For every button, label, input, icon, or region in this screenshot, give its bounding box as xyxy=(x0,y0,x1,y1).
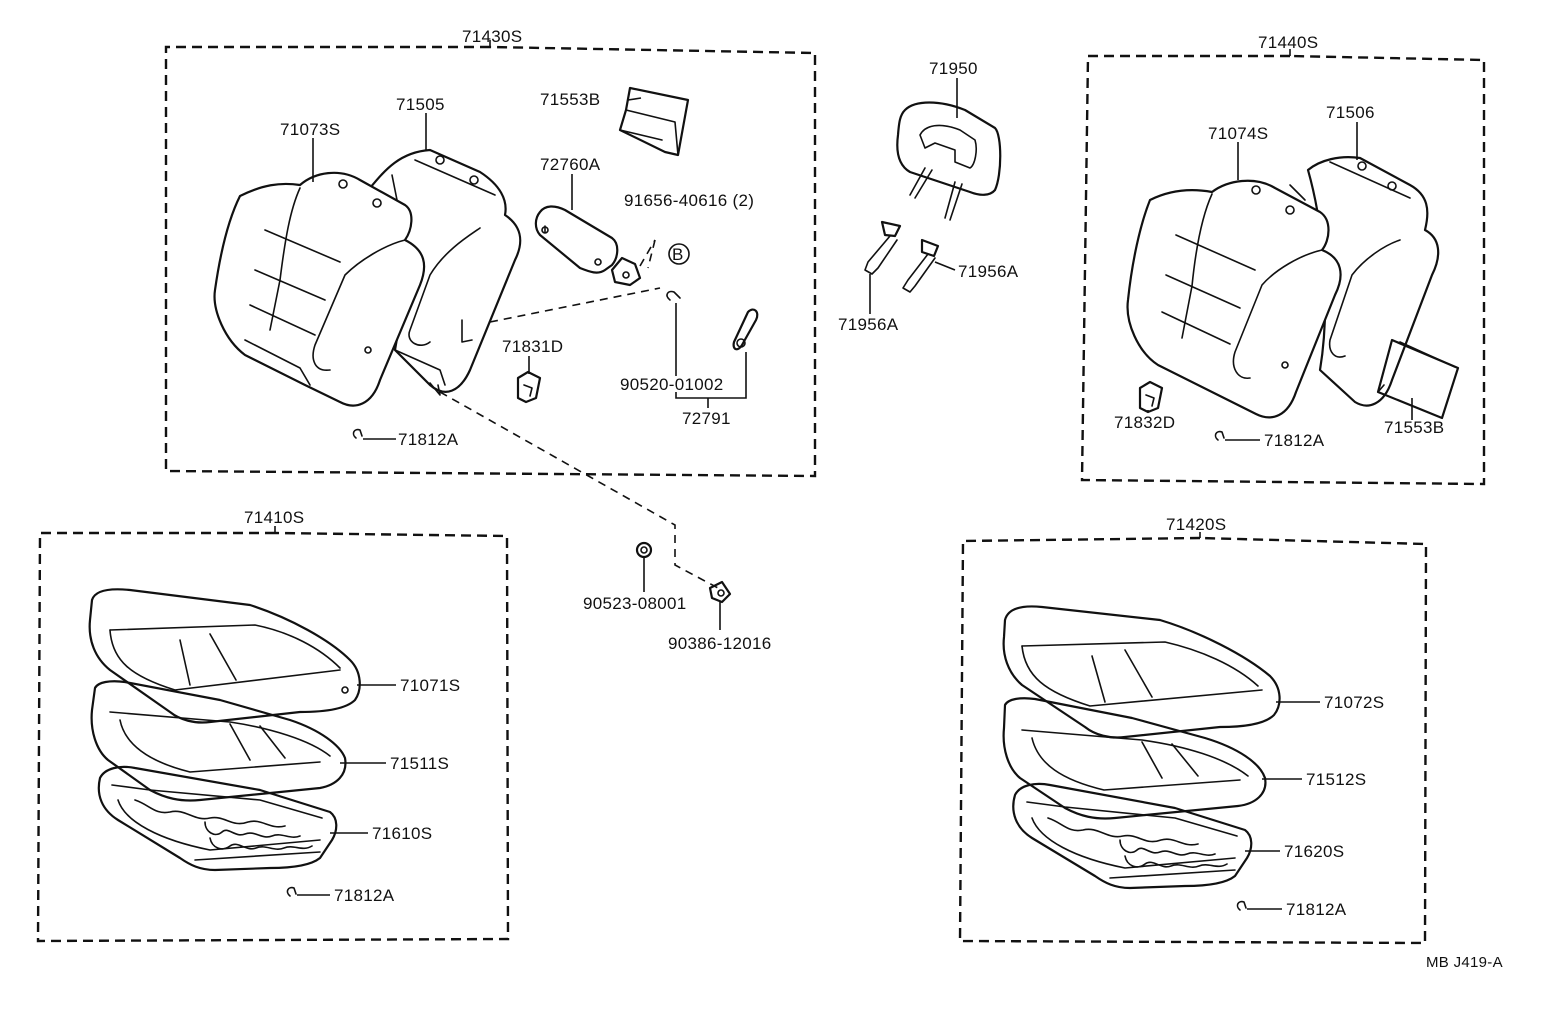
cushion-left-drawing xyxy=(88,588,361,872)
bracket-link-dashed xyxy=(489,287,661,323)
seatback-right-drawing xyxy=(1126,156,1460,420)
label-71831D: 71831D xyxy=(502,337,563,356)
label-71812A-3: 71812A xyxy=(334,886,395,905)
headrest-drawing xyxy=(896,101,1002,221)
label-71610S: 71610S xyxy=(372,824,432,843)
hinge-link-dashed xyxy=(439,391,719,589)
label-71956A-right: 71956A xyxy=(958,262,1019,281)
armrest-pad-drawing xyxy=(534,205,619,274)
panel-71553B-drawing xyxy=(618,86,690,157)
clip-71831D-drawing xyxy=(516,370,542,404)
label-71512S: 71512S xyxy=(1306,770,1366,789)
label-90520-01002: 90520-01002 xyxy=(620,375,724,394)
label-71956A-left: 71956A xyxy=(838,315,899,334)
label-71812A-1: 71812A xyxy=(398,430,459,449)
group-label-71420S: 71420S xyxy=(1166,515,1226,534)
label-71812A-2: 71812A xyxy=(1264,431,1325,450)
group-label-71410S: 71410S xyxy=(244,508,304,527)
label-71505: 71505 xyxy=(396,95,445,114)
label-71511S: 71511S xyxy=(390,754,449,773)
cushion-right-drawing xyxy=(1002,605,1281,890)
headrest-guides-drawing xyxy=(864,220,940,293)
label-71553B-top: 71553B xyxy=(540,90,600,109)
label-71073S: 71073S xyxy=(280,120,340,139)
group-label-71440S: 71440S xyxy=(1258,33,1318,52)
label-71506: 71506 xyxy=(1326,103,1375,122)
label-90386-12016: 90386-12016 xyxy=(668,634,772,653)
group-box-71440S: 71440S xyxy=(1080,33,1486,486)
group-label-71430S: 71430S xyxy=(462,27,522,46)
seatback-left-drawing xyxy=(213,148,522,407)
label-71553B-right: 71553B xyxy=(1384,418,1444,437)
label-91656-40616: 91656-40616 (2) xyxy=(624,191,754,210)
label-71620S: 71620S xyxy=(1284,842,1344,861)
label-71832D: 71832D xyxy=(1114,413,1175,432)
leader-lines xyxy=(297,78,1413,910)
label-71074S: 71074S xyxy=(1208,124,1268,143)
group-box-71420S: 71420S xyxy=(958,515,1428,945)
group-box-71410S: 71410S xyxy=(36,508,510,943)
figure-code: MB J419-A xyxy=(1426,954,1503,971)
label-72791: 72791 xyxy=(682,409,731,428)
callout-b-symbol: B xyxy=(672,245,684,264)
bracket-drawing: B xyxy=(610,239,759,351)
label-72760A: 72760A xyxy=(540,155,601,174)
label-71072S: 71072S xyxy=(1324,693,1384,712)
clip-71812A-drawings xyxy=(286,428,1247,911)
label-71071S: 71071S xyxy=(400,676,460,695)
clip-71832D-drawing xyxy=(1138,380,1164,414)
label-71812A-4: 71812A xyxy=(1286,900,1347,919)
label-71950: 71950 xyxy=(929,59,978,78)
group-box-71430S: 71430S xyxy=(164,27,817,478)
label-90523-08001: 90523-08001 xyxy=(583,594,687,613)
washer-bolt-drawing xyxy=(635,541,732,604)
